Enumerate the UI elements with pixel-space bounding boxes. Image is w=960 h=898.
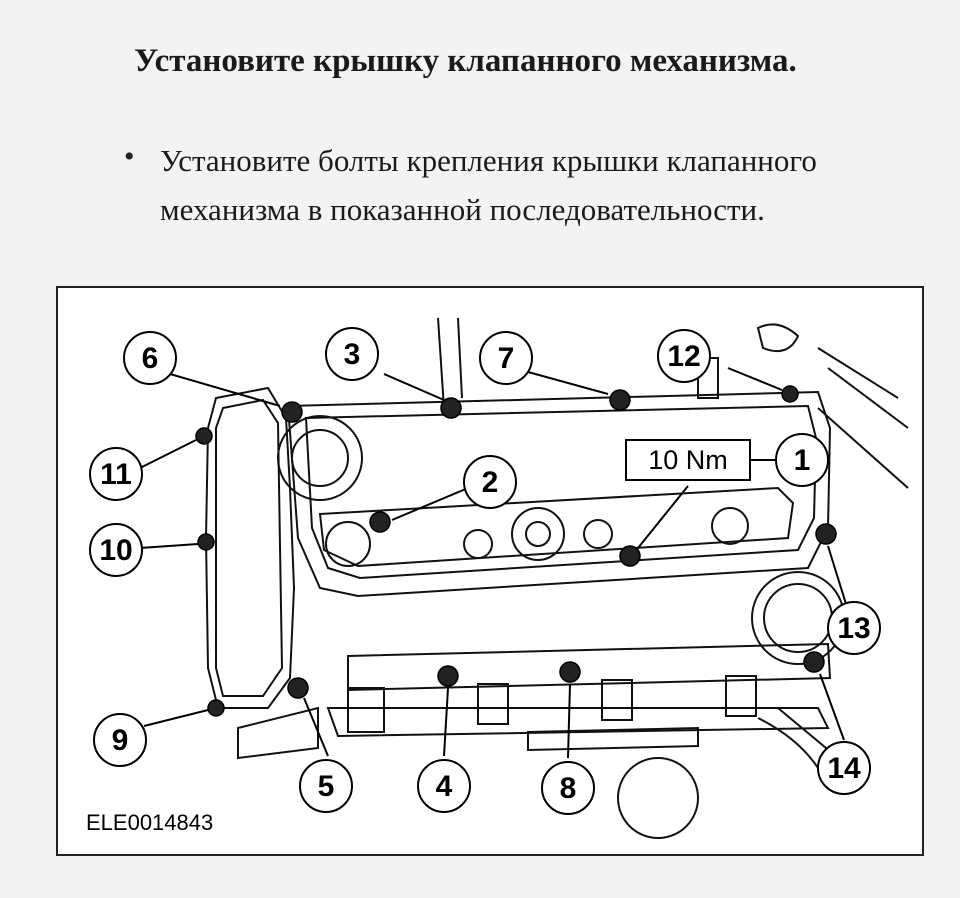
callout-8: 8 xyxy=(560,772,577,805)
torque-box xyxy=(625,439,751,481)
callout-6: 6 xyxy=(142,342,159,375)
bolt-12 xyxy=(781,385,799,403)
bolt-6 xyxy=(281,401,303,423)
bolt-9 xyxy=(207,699,225,717)
bolt-13 xyxy=(815,523,837,545)
callout-7: 7 xyxy=(498,342,515,375)
callout-5: 5 xyxy=(318,770,335,803)
step-heading: Установите крышку клапанного механизма. xyxy=(134,43,797,79)
callout-13: 13 xyxy=(837,612,870,645)
callout-9: 9 xyxy=(112,724,129,757)
bolt-5 xyxy=(287,677,309,699)
bolt-8 xyxy=(559,661,581,683)
bolt-7 xyxy=(609,389,631,411)
callout-12: 12 xyxy=(667,340,700,373)
step-bullet-text: Установите болты крепления крышки клапан… xyxy=(160,143,817,227)
bolt-4 xyxy=(437,665,459,687)
bolt-2 xyxy=(369,511,391,533)
bullet-marker: • xyxy=(124,140,135,173)
callout-11: 11 xyxy=(100,458,132,491)
callout-3: 3 xyxy=(344,338,361,371)
bolt-10 xyxy=(197,533,215,551)
callout-14: 14 xyxy=(827,752,861,785)
bolt-14 xyxy=(803,651,825,673)
valve-cover-diagram: 10 Nm 1 2 3 4 xyxy=(56,286,924,856)
bolt-1 xyxy=(619,545,641,567)
reference-code: ELE0014843 xyxy=(86,810,213,835)
engine-illustration: 10 Nm 1 2 3 4 xyxy=(86,317,909,839)
callout-10: 10 xyxy=(99,534,132,567)
callout-4: 4 xyxy=(436,770,453,803)
bolt-11 xyxy=(195,427,213,445)
bolt-3 xyxy=(440,397,462,419)
callout-2: 2 xyxy=(482,466,499,499)
torque-label: 10 Nm xyxy=(648,445,728,475)
callout-1: 1 xyxy=(794,444,811,477)
